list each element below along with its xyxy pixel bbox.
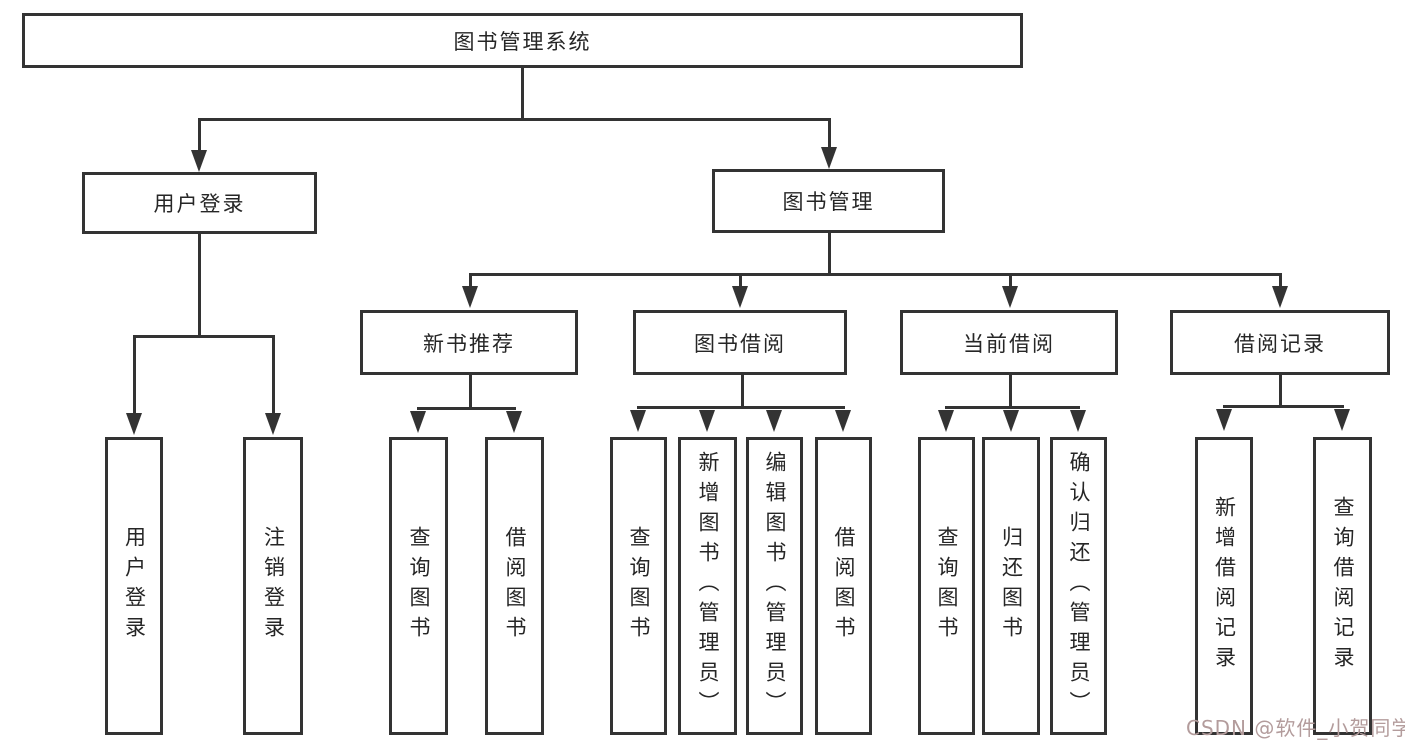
leaf-label: 注销登录	[261, 526, 286, 646]
arrowhead-down-icon	[126, 413, 142, 435]
arrowhead-down-icon	[191, 150, 207, 172]
connector-line	[637, 406, 845, 409]
arrowhead-down-icon	[462, 286, 478, 308]
arrowhead-down-icon	[630, 410, 646, 432]
connector-line	[1009, 375, 1012, 408]
arrowhead-down-icon	[265, 413, 281, 435]
node-root: 图书管理系统	[22, 13, 1023, 68]
node-current-borrow-label: 当前借阅	[963, 331, 1055, 356]
leaf-query-book-1: 查询图书	[389, 437, 448, 735]
leaf-label: 用户登录	[122, 526, 147, 646]
leaf-label: 确认归还（管理员）	[1067, 451, 1091, 721]
leaf-label: 新增图书（管理员）	[696, 451, 720, 721]
connector-line	[469, 276, 472, 286]
leaf-label: 归还图书	[999, 526, 1024, 646]
arrowhead-down-icon	[938, 410, 954, 432]
connector-line	[469, 273, 1282, 276]
connector-line	[828, 121, 831, 148]
leaf-logout: 注销登录	[243, 437, 303, 735]
arrowhead-down-icon	[835, 410, 851, 432]
node-new-book-recommend-label: 新书推荐	[423, 331, 515, 356]
connector-line	[198, 121, 201, 150]
connector-line	[272, 338, 275, 413]
connector-line	[1009, 276, 1012, 286]
node-book-borrow: 图书借阅	[633, 310, 847, 375]
leaf-label: 编辑图书（管理员）	[763, 451, 787, 721]
connector-line	[198, 118, 831, 121]
connector-line	[198, 234, 201, 338]
arrowhead-down-icon	[766, 410, 782, 432]
leaf-label: 查询图书	[407, 526, 431, 646]
arrowhead-down-icon	[1272, 286, 1288, 308]
leaf-borrow-book-1: 借阅图书	[485, 437, 544, 735]
arrowhead-down-icon	[1216, 409, 1232, 431]
leaf-label: 查询图书	[627, 526, 651, 646]
leaf-label: 借阅图书	[503, 526, 527, 646]
leaf-add-book-admin: 新增图书（管理员）	[678, 437, 737, 735]
connector-line	[1223, 405, 1344, 408]
connector-line	[741, 375, 744, 408]
node-current-borrow: 当前借阅	[900, 310, 1118, 375]
leaf-borrow-book-2: 借阅图书	[815, 437, 872, 735]
node-new-book-recommend: 新书推荐	[360, 310, 578, 375]
leaf-add-borrow-record: 新增借阅记录	[1195, 437, 1253, 735]
arrowhead-down-icon	[410, 411, 426, 433]
node-book-management-label: 图书管理	[782, 190, 875, 214]
arrowhead-down-icon	[821, 147, 837, 169]
node-borrow-record-label: 借阅记录	[1234, 331, 1326, 356]
leaf-label: 新增借阅记录	[1212, 496, 1237, 676]
leaf-query-book-3: 查询图书	[918, 437, 975, 735]
connector-line	[417, 407, 516, 410]
arrowhead-down-icon	[1334, 409, 1350, 431]
node-book-management: 图书管理	[712, 169, 945, 233]
connector-line	[739, 276, 742, 286]
connector-line	[945, 406, 1080, 409]
leaf-confirm-return-admin: 确认归还（管理员）	[1050, 437, 1107, 735]
leaf-label: 查询图书	[935, 526, 959, 646]
arrowhead-down-icon	[1002, 286, 1018, 308]
leaf-edit-book-admin: 编辑图书（管理员）	[746, 437, 803, 735]
leaf-user-login: 用户登录	[105, 437, 163, 735]
arrowhead-down-icon	[506, 411, 522, 433]
connector-line	[133, 335, 275, 338]
leaf-query-book-2: 查询图书	[610, 437, 667, 735]
connector-line	[828, 233, 831, 275]
leaf-label: 借阅图书	[832, 526, 856, 646]
arrowhead-down-icon	[1003, 410, 1019, 432]
node-borrow-record: 借阅记录	[1170, 310, 1390, 375]
node-root-label: 图书管理系统	[453, 29, 592, 54]
arrowhead-down-icon	[732, 286, 748, 308]
leaf-label: 查询借阅记录	[1331, 496, 1355, 676]
connector-line	[521, 68, 524, 120]
arrowhead-down-icon	[1070, 410, 1086, 432]
watermark: CSDN @软件_小贺同学	[1186, 716, 1405, 740]
node-user-login-label: 用户登录	[153, 192, 246, 216]
connector-line	[469, 375, 472, 409]
connector-line	[1279, 276, 1282, 286]
node-book-borrow-label: 图书借阅	[694, 331, 786, 356]
leaf-return-book: 归还图书	[982, 437, 1040, 735]
arrowhead-down-icon	[699, 410, 715, 432]
connector-line	[1279, 375, 1282, 407]
leaf-query-borrow-record: 查询借阅记录	[1313, 437, 1372, 735]
connector-line	[133, 338, 136, 413]
node-user-login: 用户登录	[82, 172, 317, 234]
